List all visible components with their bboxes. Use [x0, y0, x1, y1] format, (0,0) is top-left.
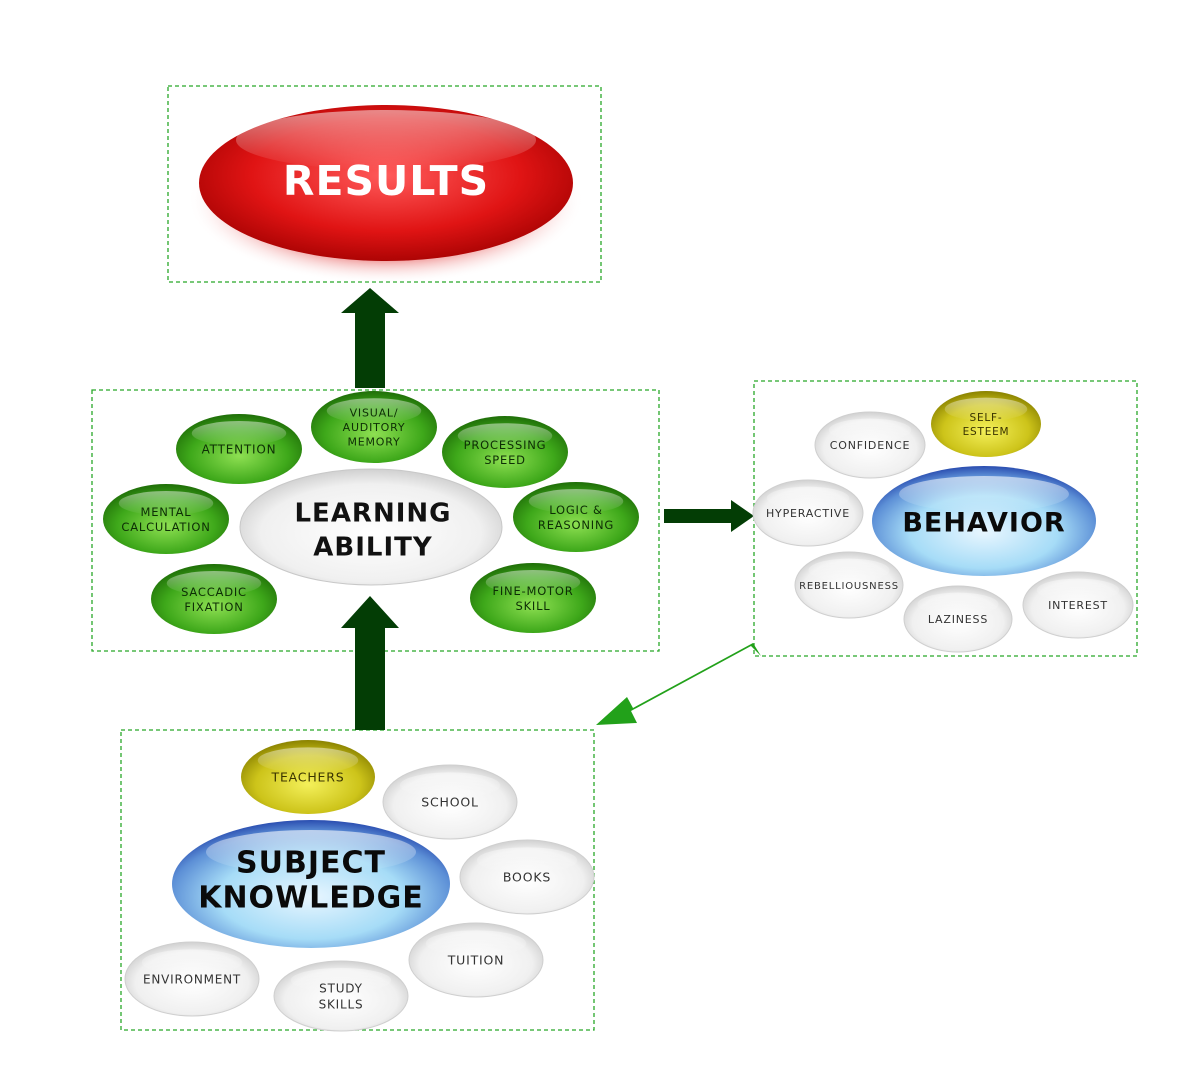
- subject-node-tuition: TUITION: [408, 922, 544, 998]
- subject-node-school-label-1: SCHOOL: [421, 795, 479, 810]
- learning-ability-frame: [91, 389, 660, 652]
- learning-node-mental-label-2: CALCULATION: [121, 520, 210, 534]
- learning-node-mental-label-1: MENTAL: [141, 505, 192, 519]
- learning-node-saccadic-label-2: FIXATION: [184, 600, 243, 614]
- learning-node-saccadic-label-1: SACCADIC: [181, 585, 247, 599]
- subject-node-studyskills-label-2: SKILLS: [319, 997, 364, 1011]
- subject-node-tuition-label-1: TUITION: [447, 953, 505, 968]
- behavior-node-hyperactive: HYPERACTIVE: [752, 479, 864, 547]
- behavior-node-laziness: LAZINESS: [903, 585, 1013, 653]
- subject-node-school: SCHOOL: [382, 764, 518, 840]
- learning-node-processing-label-1: PROCESSING: [464, 438, 547, 452]
- behavior-node-laziness-label-1: LAZINESS: [928, 613, 988, 626]
- results-label: RESULTS: [283, 157, 489, 205]
- behavior-node-hyperactive-label-1: HYPERACTIVE: [766, 507, 850, 520]
- learning-node-finemotor-label-2: SKILL: [515, 599, 550, 613]
- learning-node-memory-label-3: MEMORY: [347, 435, 400, 448]
- subject-node-environment: ENVIRONMENT: [124, 941, 260, 1017]
- subject-node-studyskills-label-1: STUDY: [319, 982, 363, 996]
- subject-node-books: BOOKS: [459, 839, 595, 915]
- behavior-title: BEHAVIOR: [902, 508, 1065, 539]
- behavior-node-interest-label-1: INTEREST: [1048, 599, 1108, 612]
- learning-node-logic: LOGIC &REASONING: [513, 482, 639, 552]
- arrow-right-to-behavior: [664, 500, 754, 532]
- behavior-node-confidence-label-1: CONFIDENCE: [830, 439, 910, 452]
- behavior-node-selfesteem-label-1: SELF-: [970, 412, 1003, 424]
- learning-node-processing-label-2: SPEED: [484, 453, 526, 467]
- arrow-diagonal-to-subject: [596, 643, 761, 725]
- behavior-node-interest: INTEREST: [1022, 571, 1134, 639]
- behavior-node-selfesteem-label-2: ESTEEM: [963, 426, 1010, 438]
- learning-node-memory-label-2: AUDITORY: [343, 421, 406, 434]
- learning-ability-title-line2: ABILITY: [313, 533, 433, 563]
- behavior-node-selfesteem: SELF- ESTEEM: [931, 391, 1041, 457]
- learning-node-attention: ATTENTION: [176, 414, 302, 484]
- arrow-up-to-results: [341, 288, 399, 388]
- subject-knowledge-title-line1: SUBJECT: [236, 846, 386, 881]
- behavior-node-rebelliousness-label-1: REBELLIOUSNESS: [799, 581, 899, 592]
- learning-node-memory-label-1: VISUAL/: [350, 407, 399, 420]
- learning-node-attention-label-1: ATTENTION: [202, 443, 277, 457]
- behavior-node-rebelliousness: REBELLIOUSNESS: [794, 551, 904, 619]
- subject-node-teachers-label-1: TEACHERS: [271, 770, 345, 785]
- learning-node-logic-label-1: LOGIC &: [549, 503, 603, 517]
- subject-node-environment-label-1: ENVIRONMENT: [143, 973, 241, 987]
- learning-node-logic-label-2: REASONING: [538, 518, 614, 532]
- subject-node-books-label-1: BOOKS: [503, 870, 551, 885]
- subject-node-teachers: TEACHERS: [241, 740, 375, 814]
- learning-node-finemotor-label-1: FINE-MOTOR: [492, 584, 573, 598]
- learning-ability-title-line1: LEARNING: [294, 499, 451, 529]
- subject-knowledge-title-line2: KNOWLEDGE: [198, 881, 424, 916]
- behavior-node-confidence: CONFIDENCE: [814, 411, 926, 479]
- arrow-up-to-learning: [341, 596, 399, 730]
